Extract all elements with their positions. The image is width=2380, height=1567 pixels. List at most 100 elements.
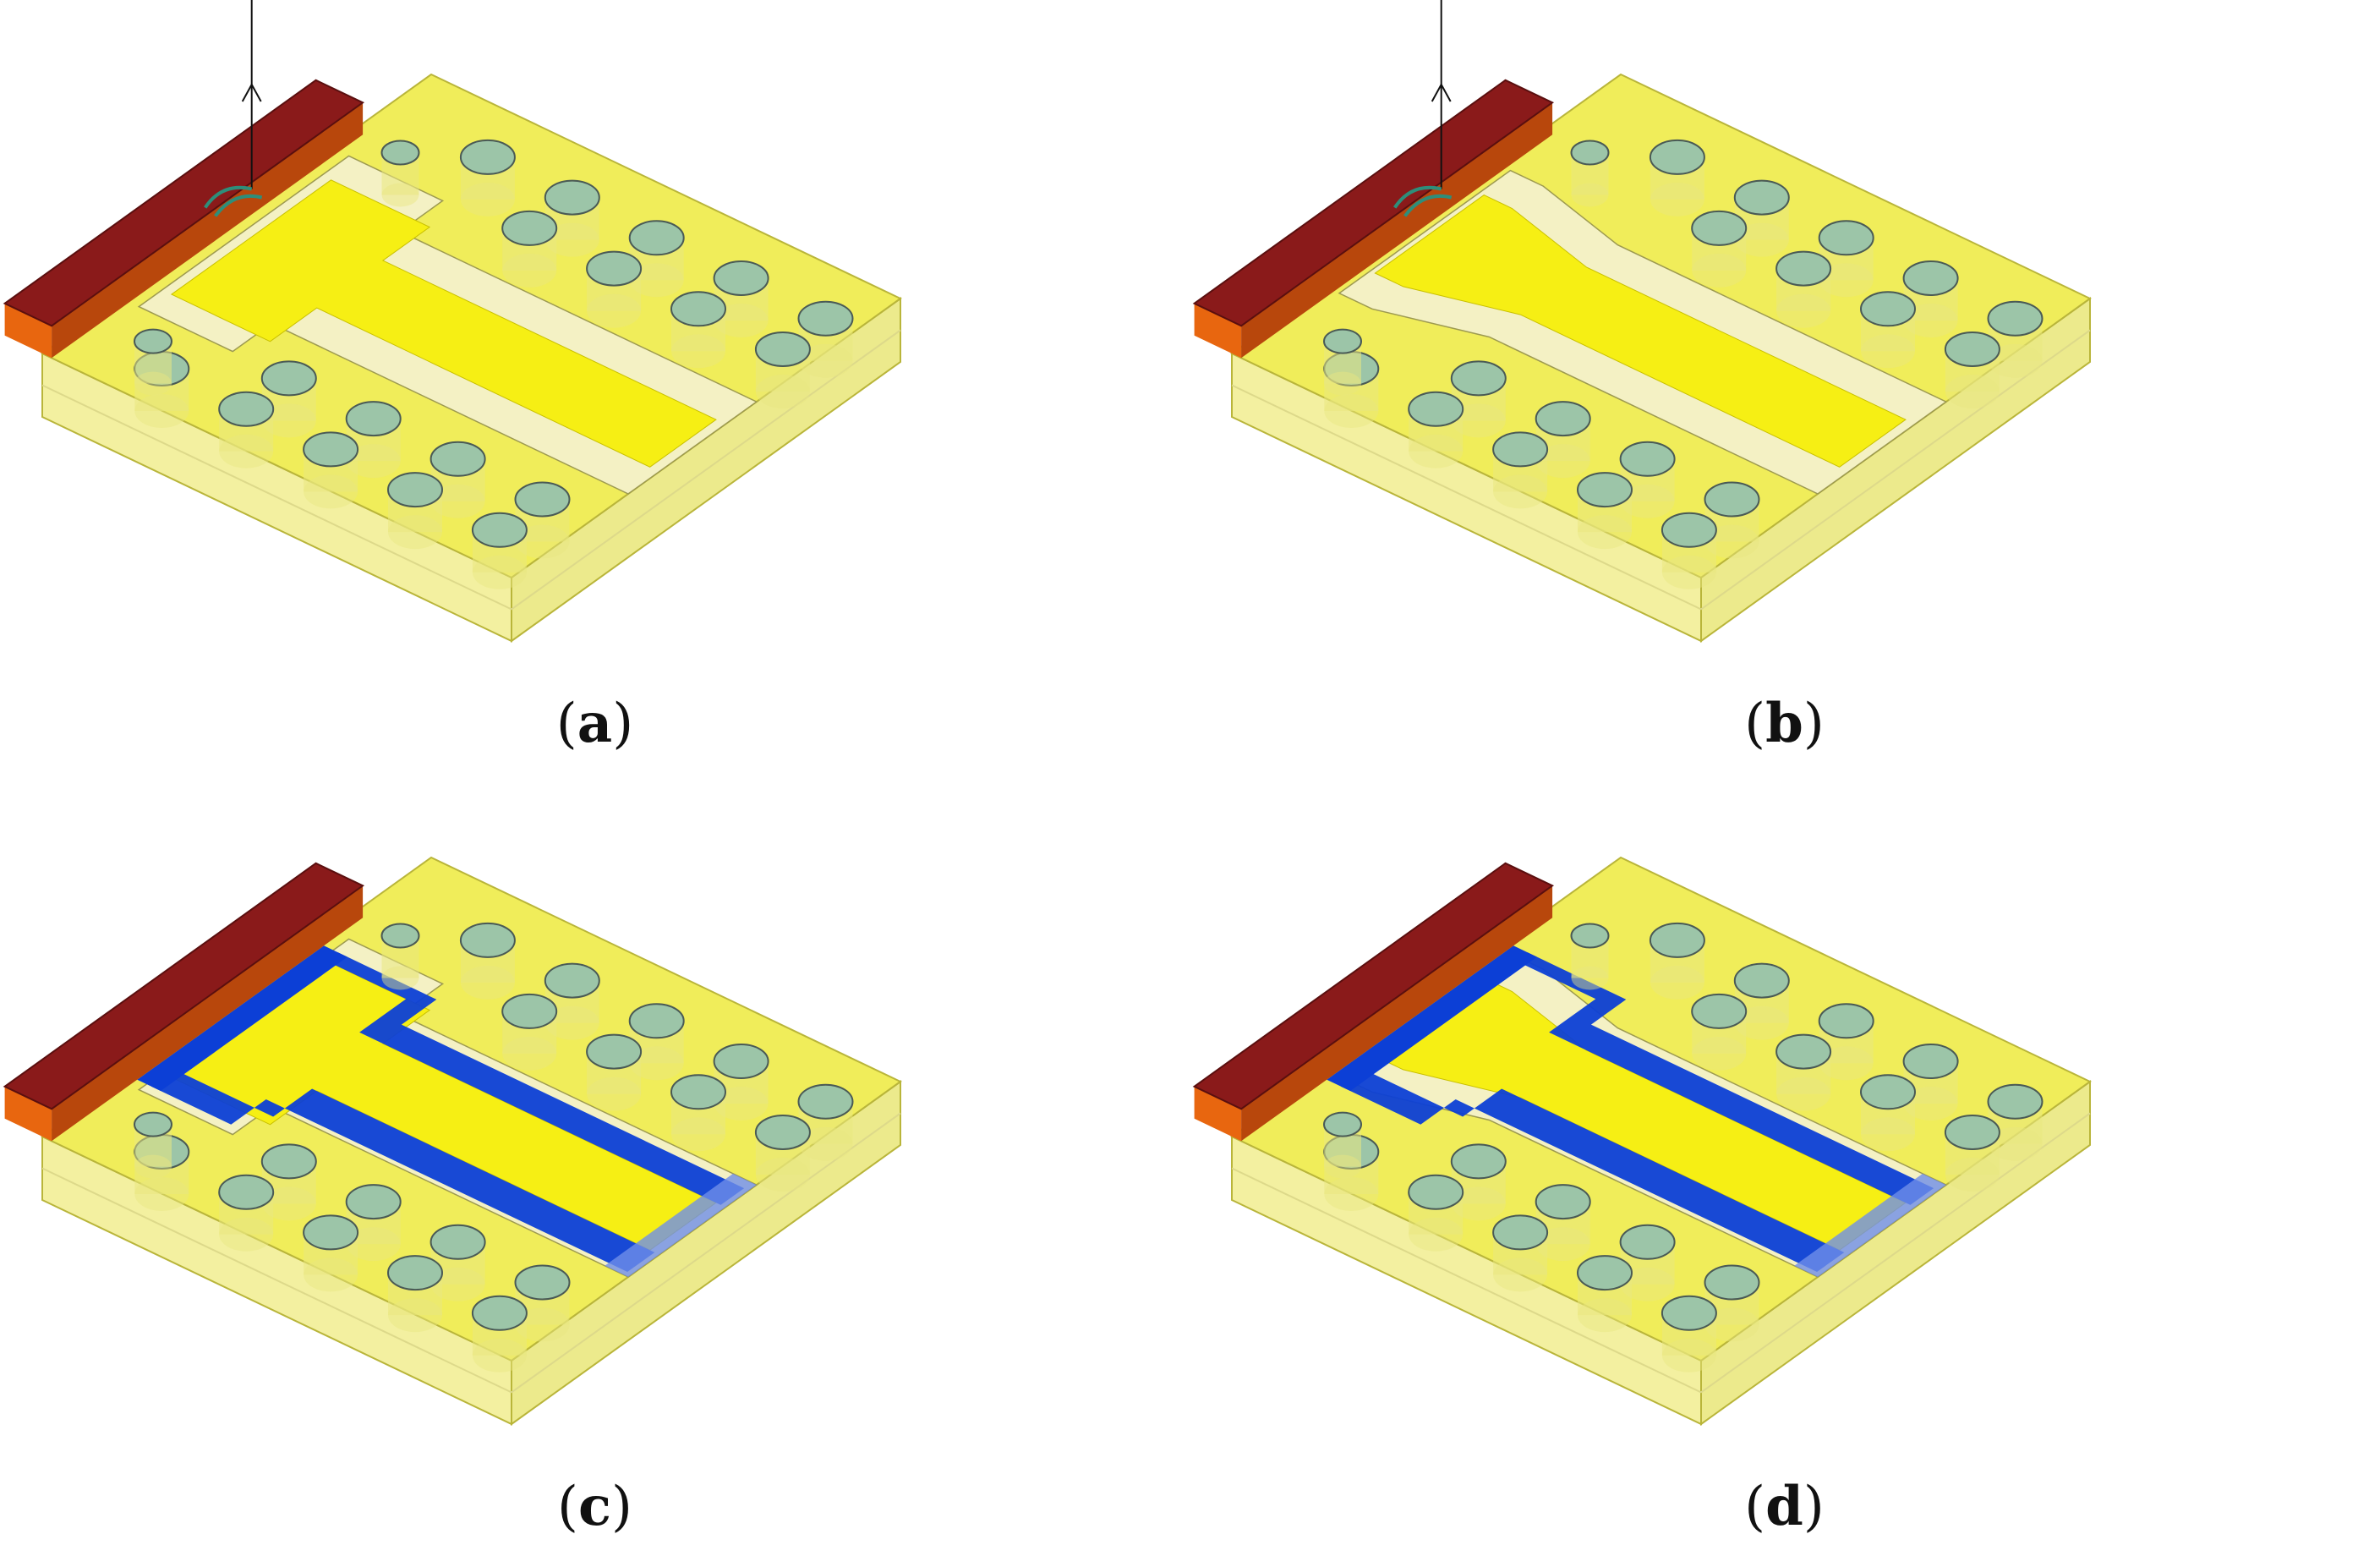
via-0: [1649, 922, 1705, 1000]
connector-side: [52, 885, 364, 1142]
via-4: [797, 300, 854, 378]
via-7: [670, 291, 726, 369]
via-15: [303, 1214, 359, 1292]
field-band-upper: [326, 952, 745, 1205]
via-15: [1492, 431, 1549, 509]
trace-strip: [170, 179, 717, 468]
via-0: [459, 139, 516, 216]
via-9: [1450, 360, 1507, 438]
field-band-end: [605, 1173, 757, 1277]
via-15: [1492, 1214, 1549, 1292]
board-diagram-c: [3, 856, 902, 1426]
via-1: [544, 179, 600, 257]
via-2: [1818, 1003, 1874, 1081]
via-8: [754, 1115, 811, 1192]
via-small-lower: [1323, 1111, 1362, 1179]
field-band-lower: [150, 1069, 655, 1272]
via-8: [1944, 1115, 2000, 1192]
via-9: [260, 1143, 317, 1221]
via-0: [459, 922, 516, 1000]
via-5: [1691, 210, 1748, 288]
via-1: [1733, 179, 1790, 257]
connector-front: [1194, 1086, 1242, 1142]
connector-top: [1192, 79, 1555, 327]
via-6: [1775, 250, 1832, 328]
port-arrow-icon: [1431, 82, 1452, 102]
field-band-input: [137, 945, 347, 1091]
via-14: [1408, 391, 1464, 468]
via-3: [713, 1044, 769, 1120]
connector: [3, 79, 365, 359]
via-8: [754, 331, 811, 408]
via-9: [260, 360, 317, 438]
panel-label: (b): [1744, 692, 1825, 755]
connector: [3, 862, 365, 1142]
via-small-lower: [1323, 328, 1362, 396]
via-10: [345, 1184, 402, 1262]
connector-top: [1192, 862, 1555, 1110]
signal-trace-tapered: [1338, 169, 1948, 495]
connector-front: [1194, 303, 1242, 359]
connector-side: [52, 102, 364, 359]
field-band-upper: [1515, 952, 1934, 1205]
signal-trace-straight: [137, 155, 758, 495]
via-14: [218, 391, 275, 468]
via-7: [1860, 291, 1916, 369]
trace-strip: [1374, 195, 1907, 468]
port-arrow-icon: [241, 82, 262, 102]
via-small-lower: [134, 1111, 172, 1179]
field-band-lower: [1340, 1069, 1845, 1272]
panel-a: (a): [0, 0, 1190, 783]
via-12: [514, 481, 571, 559]
via-14: [218, 1174, 275, 1252]
via-small-upper: [380, 140, 420, 207]
field-band-end: [1794, 1173, 1946, 1277]
via-16: [1577, 1255, 1633, 1333]
via-small-upper: [380, 923, 420, 990]
panel-label-letter: d: [1765, 1475, 1803, 1538]
field-distribution: [137, 945, 757, 1277]
via-small-lower: [134, 328, 172, 396]
via-0: [1649, 139, 1705, 216]
panel-label-letter: c: [578, 1475, 611, 1538]
via-8: [1944, 331, 2000, 408]
bond-wires: [1393, 185, 1453, 217]
via-5: [501, 210, 558, 288]
connector-front: [4, 303, 52, 359]
via-3: [1902, 260, 1959, 337]
via-16: [387, 472, 443, 550]
via-6: [1775, 1033, 1832, 1111]
via-small-upper: [1570, 923, 1610, 990]
via-6: [586, 250, 643, 328]
via-7: [670, 1074, 726, 1152]
board-diagram-b: [1192, 0, 2092, 643]
board-diagram-d: [1192, 856, 2092, 1426]
via-5: [1691, 993, 1748, 1071]
via-1: [1733, 962, 1790, 1040]
panel-label-letter: a: [577, 692, 613, 755]
via-16: [1577, 472, 1633, 550]
bond-wires: [204, 185, 263, 217]
via-17: [1661, 1295, 1717, 1372]
connector-top: [3, 79, 365, 327]
panel-label: (c): [557, 1475, 632, 1538]
panel-label-letter: b: [1765, 692, 1803, 755]
via-17: [471, 512, 528, 589]
panel-label: (a): [555, 692, 634, 755]
via-2: [1818, 220, 1874, 298]
field-band-input: [1327, 945, 1537, 1091]
port-probe: [204, 0, 263, 217]
connector-side: [1241, 885, 1553, 1142]
via-4: [797, 1083, 854, 1161]
connector-top: [3, 862, 365, 1110]
via-12: [1704, 481, 1760, 559]
panel-d: (d): [1190, 783, 2379, 1566]
via-7: [1860, 1074, 1916, 1152]
connector: [1192, 862, 1555, 1142]
via-10: [1535, 401, 1591, 479]
via-1: [544, 962, 600, 1040]
via-15: [303, 431, 359, 509]
via-6: [586, 1033, 643, 1111]
via-10: [345, 401, 402, 479]
panel-b: (b): [1190, 0, 2379, 783]
